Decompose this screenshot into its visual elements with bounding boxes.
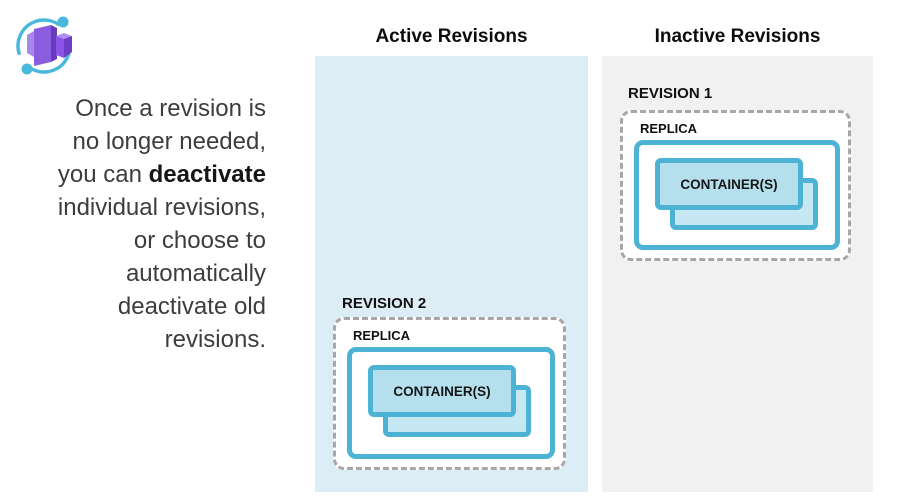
logo-cube-side [51,25,57,62]
logo-small-cube-front [56,36,64,58]
revision-2-box: REPLICA CONTAINER(S) [333,317,566,470]
intro-line: revisions. [164,326,266,353]
active-revisions-header: Active Revisions [375,26,528,47]
logo-dot-bottom [21,63,33,75]
revision-2-title: REVISION 2 [342,295,427,312]
replica-label: REPLICA [353,328,411,343]
intro-line: you can deactivate [57,161,266,188]
logo-cube-front [34,25,51,66]
replica-box: CONTAINER(S) [347,347,555,459]
intro-bold-word: deactivate [148,161,266,188]
logo-dot-top [57,16,69,28]
container-chip-front: CONTAINER(S) [655,158,803,210]
intro-line: deactivate old [117,293,266,320]
revision-1-box: REPLICA CONTAINER(S) [620,110,851,261]
intro-line: automatically [125,260,266,287]
container-chip-front: CONTAINER(S) [368,365,516,417]
replica-box: CONTAINER(S) [634,140,840,250]
inactive-revisions-header: Inactive Revisions [654,26,821,47]
revision-1-title: REVISION 1 [628,85,713,102]
intro-line: or choose to [133,227,266,254]
replica-label: REPLICA [640,121,698,136]
logo-cube-left-slab [27,31,34,57]
container-apps-icon [16,16,72,75]
intro-line: Once a revision is [75,95,266,122]
intro-line: no longer needed, [72,128,267,155]
logo-small-cube-side [64,36,72,58]
intro-paragraph: Once a revision is no longer needed, you… [18,92,266,356]
intro-line: individual revisions, [57,194,266,221]
